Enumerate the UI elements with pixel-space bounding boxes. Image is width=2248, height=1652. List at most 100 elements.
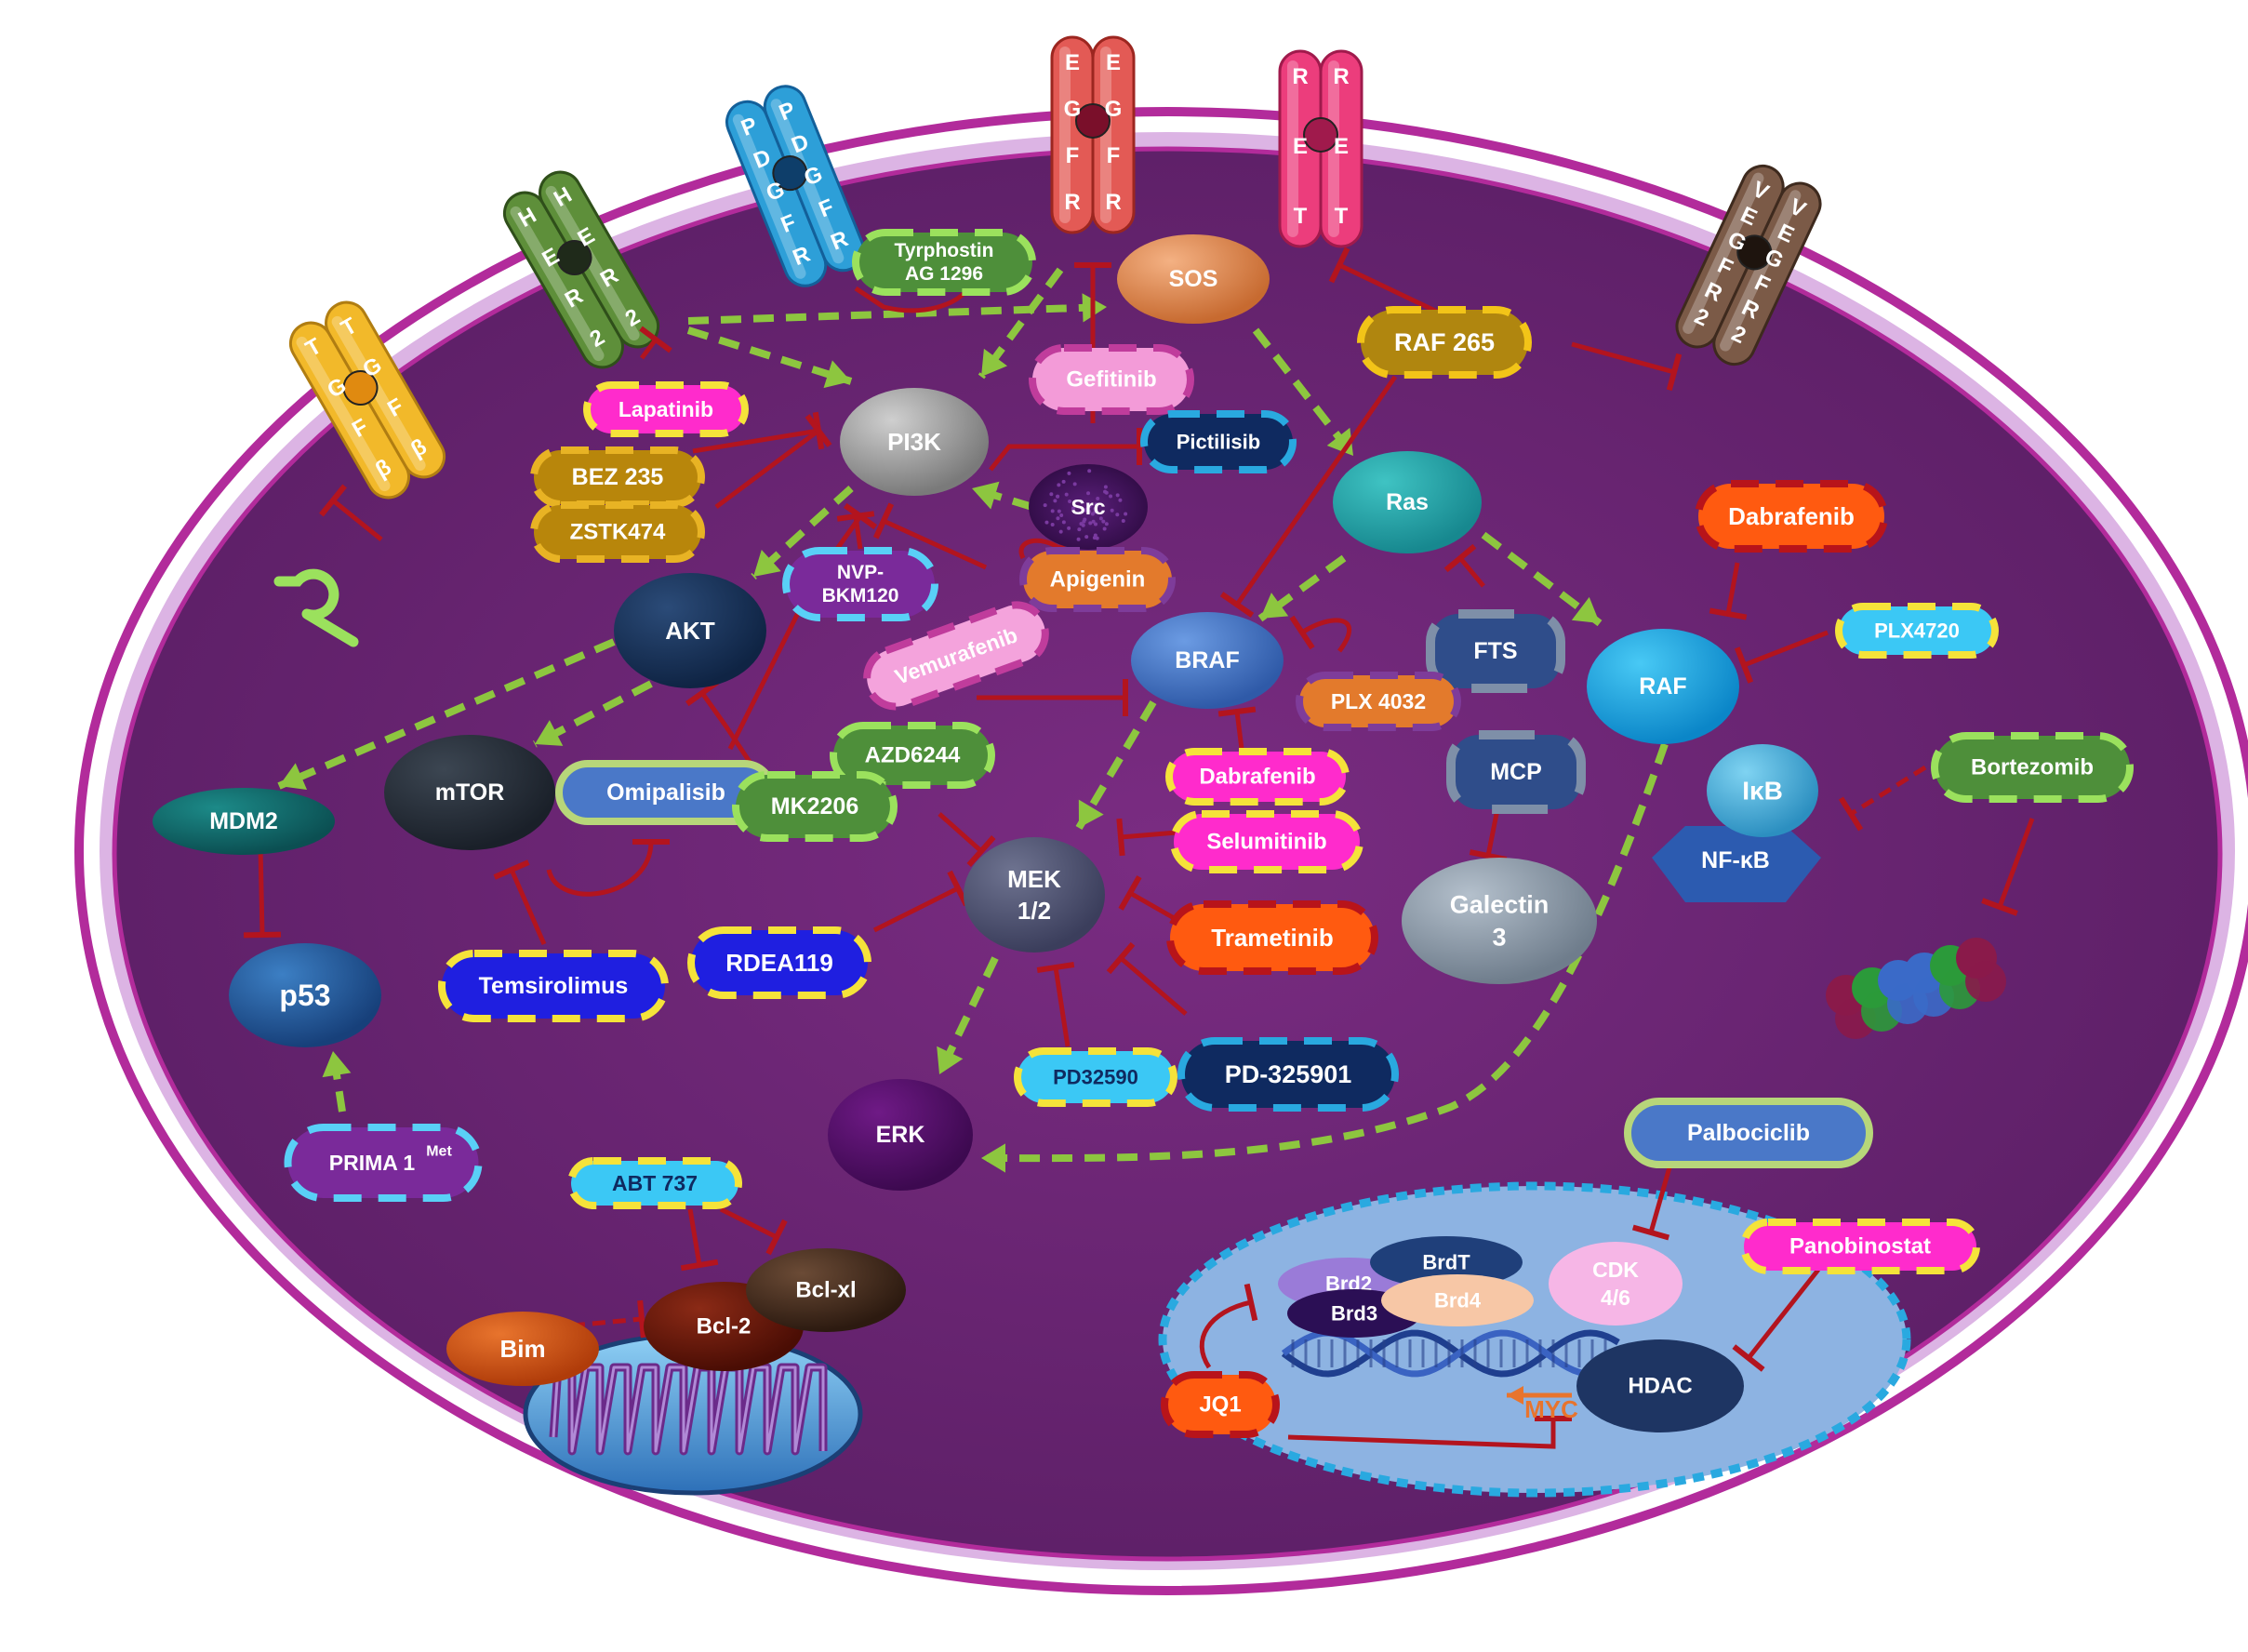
prima1met-pill-label: PRIMA 1 <box>329 1151 416 1175</box>
panobinostat-pill-label: Panobinostat <box>1789 1234 1931 1259</box>
mdm2-node: MDM2 <box>153 788 335 855</box>
cdk46-node-label: CDK <box>1592 1258 1639 1282</box>
bclxl-node-label: Bcl-xl <box>795 1278 856 1303</box>
bclxl-node: Bcl-xl <box>746 1248 906 1332</box>
abt737-pill: ABT 737 <box>571 1161 738 1206</box>
pd32590-pill-label: PD32590 <box>1053 1066 1138 1089</box>
sos-node: SOS <box>1117 234 1270 324</box>
zstk474-pill-label: ZSTK474 <box>570 520 666 545</box>
cdk46-node-label-2: 4/6 <box>1601 1286 1630 1310</box>
tyrphostin-pill-label-2: AG 1296 <box>905 263 983 285</box>
tyrphostin-pill: TyrphostinAG 1296 <box>856 233 1032 292</box>
erk-node: ERK <box>828 1079 973 1191</box>
dabrafenib-mid-pill: Dabrafenib <box>1169 752 1346 802</box>
raf265-pill-label: RAF 265 <box>1394 328 1495 356</box>
panobinostat-pill: Panobinostat <box>1744 1222 1976 1271</box>
nfkb-label: NF-κB <box>1701 847 1770 873</box>
akt-node: AKT <box>614 573 766 688</box>
tyrphostin-pill-label: Tyrphostin <box>895 240 994 261</box>
nvp-bkm120-pill-label: NVP- <box>837 562 884 583</box>
dabrafenib-top-pill: Dabrafenib <box>1698 484 1884 549</box>
temsirolimus-pill-label: Temsirolimus <box>479 973 629 999</box>
mcp-node: MCP <box>1451 735 1581 809</box>
zstk474-pill: ZSTK474 <box>534 505 701 559</box>
galectin3-node: Galectin 3 <box>1402 858 1597 984</box>
mek-node: MEK 1/2 <box>964 837 1105 953</box>
ret-receptor: RET RET <box>1280 51 1362 246</box>
dabrafenib-mid-pill-label: Dabrafenib <box>1199 765 1315 790</box>
brd4-node: Brd4 <box>1381 1274 1534 1326</box>
plx4720-pill-label: PLX4720 <box>1874 620 1960 643</box>
ikb-label: IκB <box>1742 777 1783 806</box>
erk-node-label: ERK <box>876 1122 925 1148</box>
lapatinib-pill-label: Lapatinib <box>619 397 713 421</box>
galectin3-node-label: Galectin <box>1450 890 1550 918</box>
nvp-bkm120-pill: NVP-BKM120 <box>786 551 935 618</box>
receptor-label: RET <box>1292 64 1308 229</box>
mk2206-pill-label: MK2206 <box>771 793 859 819</box>
fts-node: FTS <box>1430 614 1561 688</box>
receptor-label: RET <box>1333 64 1349 229</box>
bortezomib-pill-label: Bortezomib <box>1971 755 2094 780</box>
src-label: Src <box>1071 495 1105 519</box>
plx4720-pill: PLX4720 <box>1839 606 1995 655</box>
bcl2-node-label: Bcl-2 <box>697 1314 752 1339</box>
trametinib-pill: Trametinib <box>1170 904 1375 971</box>
jq1-pill-label: JQ1 <box>1199 1392 1241 1418</box>
gefitinib-pill: Gefitinib <box>1032 348 1191 411</box>
raf265-pill: RAF 265 <box>1361 310 1528 375</box>
brd4-node-label: Brd4 <box>1434 1289 1482 1312</box>
pd325901-pill: PD-325901 <box>1181 1041 1395 1108</box>
bim-node: Bim <box>446 1312 599 1386</box>
apigenin-pill-label: Apigenin <box>1050 567 1146 593</box>
p53-node-label: p53 <box>279 979 330 1012</box>
braf-node-label: BRAF <box>1175 647 1239 673</box>
bortezomib-pill: Bortezomib <box>1935 736 2130 799</box>
rdea119-pill: RDEA119 <box>691 930 868 995</box>
mek-node-label-2: 1/2 <box>1018 897 1051 925</box>
bez235-pill: BEZ 235 <box>534 450 701 504</box>
temsirolimus-pill: Temsirolimus <box>442 953 665 1019</box>
braf-node: BRAF <box>1131 612 1284 709</box>
hdac-node: HDAC <box>1576 1339 1744 1432</box>
pictilisib-pill: Pictilisib <box>1144 414 1293 470</box>
prima1met-pill: PRIMA 1 Met <box>288 1127 479 1198</box>
akt-node-label: AKT <box>665 617 715 645</box>
bez235-pill-label: BEZ 235 <box>572 464 664 490</box>
bim-node-label: Bim <box>499 1335 545 1363</box>
mk2206-pill: MK2206 <box>736 775 894 838</box>
trametinib-pill-label: Trametinib <box>1211 924 1333 952</box>
nvp-bkm120-pill-label-2: BKM120 <box>822 585 899 606</box>
fts-node-label: FTS <box>1473 638 1517 664</box>
p53-node: p53 <box>229 943 381 1047</box>
pi3k-node-label: PI3K <box>887 428 941 456</box>
sos-node-label: SOS <box>1169 266 1218 292</box>
jq1-pill: JQ1 <box>1164 1375 1276 1434</box>
plx4032-pill-label: PLX 4032 <box>1331 689 1426 713</box>
mek-node-label: MEK <box>1007 865 1061 893</box>
apigenin-pill: Apigenin <box>1023 551 1172 608</box>
myc-label: MYC <box>1524 1395 1578 1423</box>
gefitinib-pill-label: Gefitinib <box>1066 367 1156 393</box>
pictilisib-pill-label: Pictilisib <box>1177 431 1260 454</box>
prima1met-superscript: Met <box>426 1144 452 1160</box>
src-node: Src <box>1029 464 1148 550</box>
omipalisib-pill-label: Omipalisib <box>606 779 725 806</box>
palbociclib-pill: Palbociclib <box>1628 1101 1869 1165</box>
plx4032-pill: PLX 4032 <box>1299 675 1457 727</box>
mtor-node-label: mTOR <box>435 779 505 806</box>
cdk46-node: CDK 4/6 <box>1549 1242 1683 1326</box>
rdea119-pill-label: RDEA119 <box>725 949 833 977</box>
egfr-receptor: EGFREGFR <box>1052 37 1134 233</box>
abt737-pill-label: ABT 737 <box>612 1171 698 1195</box>
mcp-node-label: MCP <box>1490 759 1542 785</box>
ras-node: Ras <box>1333 451 1482 553</box>
brd3-node-label: Brd3 <box>1331 1302 1377 1326</box>
lapatinib-pill: Lapatinib <box>587 385 745 433</box>
mdm2-node-label: MDM2 <box>209 808 278 834</box>
brdt-node-label: BrdT <box>1422 1251 1470 1274</box>
galectin3-node-label-2: 3 <box>1492 924 1506 952</box>
selumitinib-pill-label: Selumitinib <box>1206 830 1326 855</box>
